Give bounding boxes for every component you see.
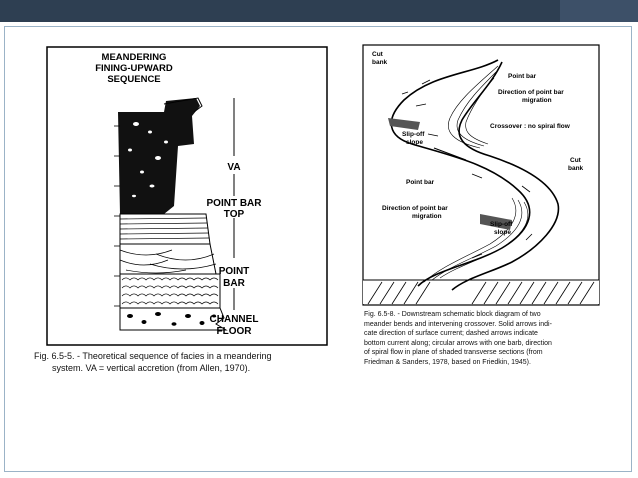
crossover-line — [433, 147, 467, 161]
diagram-border — [362, 44, 600, 306]
facies-sequence-figure: MEANDERING FINING-UPWARD SEQUENCE — [46, 46, 328, 346]
label-point-bar-mid: Point bar — [406, 179, 435, 186]
current-arrows — [401, 79, 533, 259]
label-slip-off-top-1: Slip-off — [402, 131, 425, 138]
right-caption-line-6: Friedman & Sanders, 1978, based on Fried… — [364, 358, 531, 366]
depth-ticks — [114, 125, 120, 307]
column-top-edge — [163, 97, 203, 113]
label-cut-bank-right-2: bank — [568, 165, 584, 172]
label-slip-off-bottom-1: Slip-off — [490, 221, 513, 228]
point-bar-troughs — [119, 249, 217, 274]
base-strip — [363, 280, 599, 304]
left-caption: Fig. 6.5-5. - Theoretical sequence of fa… — [34, 350, 334, 374]
sequence-title-1: MEANDERING — [102, 52, 167, 63]
label-crossover: Crossover : no spiral flow — [490, 123, 571, 130]
label-slip-off-bottom-2: slope — [494, 229, 511, 236]
left-caption-line-1: Fig. 6.5-5. - Theoretical sequence of fa… — [34, 351, 272, 361]
slide-header-bar — [0, 0, 638, 22]
label-direction-mid-1: Direction of point bar — [382, 205, 448, 212]
label-cut-bank-top-1: Cut — [372, 51, 384, 58]
label-channel-floor-1: CHANNEL — [210, 314, 259, 325]
channel-floor-unit — [119, 307, 228, 331]
label-point-bar-2: BAR — [223, 278, 245, 289]
label-direction-top-2: migration — [522, 97, 552, 104]
left-caption-line-2: system. VA = vertical accretion (from Al… — [52, 363, 251, 373]
label-direction-mid-2: migration — [412, 213, 442, 220]
base-hatch — [367, 281, 595, 305]
right-caption-line-4: bottom current along; circular arrows wi… — [364, 339, 552, 347]
meander-block-diagram: Cut bank Point bar Direction of point ba… — [362, 44, 600, 306]
slide-frame — [4, 26, 632, 472]
transverse-section-top — [388, 118, 420, 130]
va-dark-unit — [118, 98, 200, 214]
sequence-title-2: FINING-UPWARD — [95, 63, 173, 74]
label-point-bar-top: Point bar — [508, 73, 537, 80]
meander-block-diagram-figure: Cut bank Point bar Direction of point ba… — [362, 44, 600, 306]
channel-lag-pebbles — [127, 312, 216, 326]
sequence-title-3: SEQUENCE — [107, 74, 160, 85]
right-caption-line-5: of spiral flow in plane of shaded transv… — [364, 349, 543, 357]
label-va: VA — [227, 162, 240, 173]
right-caption-line-3: cate direction of surface current; dashe… — [364, 330, 538, 338]
facies-sequence-diagram: MEANDERING FINING-UPWARD SEQUENCE — [46, 46, 328, 346]
right-caption: Fig. 6.5-8. - Downstream schematic block… — [364, 310, 604, 368]
label-direction-top-1: Direction of point bar — [498, 89, 564, 96]
channel-right-bank — [451, 61, 560, 291]
label-point-bar-1: POINT — [219, 266, 250, 277]
point-bar-unit — [119, 243, 217, 275]
label-point-bar-top-1: POINT BAR — [207, 198, 263, 209]
va-light-mottles — [128, 122, 168, 198]
right-caption-line-2: meander bends and intervening crossover.… — [364, 320, 552, 328]
point-bar-top-laminae — [119, 217, 210, 240]
label-point-bar-top-2: TOP — [224, 209, 245, 220]
lower-point-bar-scales — [121, 277, 219, 305]
slide-header-accent — [560, 0, 638, 22]
transverse-section-bottom — [480, 214, 512, 230]
label-channel-floor-2: FLOOR — [217, 326, 253, 337]
label-slip-off-top-2: slope — [406, 139, 423, 146]
label-cut-bank-top-2: bank — [372, 59, 388, 66]
lower-point-bar-unit — [119, 273, 221, 309]
label-cut-bank-right-1: Cut — [570, 157, 582, 164]
right-caption-line-1: Fig. 6.5-8. - Downstream schematic block… — [364, 311, 541, 318]
